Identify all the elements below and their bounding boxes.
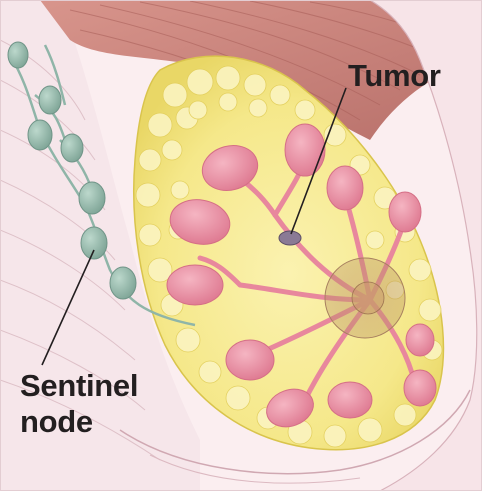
tumor-label: Tumor xyxy=(348,58,441,94)
lymph-node xyxy=(61,134,83,162)
lymph-node xyxy=(79,182,105,214)
tumor-mass xyxy=(279,231,301,245)
areola xyxy=(325,258,405,338)
sentinel-lymph-node xyxy=(81,227,107,259)
sentinel-node-label-line2: node xyxy=(20,404,138,440)
lymph-node xyxy=(28,120,52,150)
lymph-node xyxy=(8,42,28,68)
lymph-node xyxy=(110,267,136,299)
sentinel-node-label-line1: Sentinel xyxy=(20,368,138,404)
sentinel-node-label: Sentinel node xyxy=(20,368,138,440)
lymph-node xyxy=(39,86,61,114)
